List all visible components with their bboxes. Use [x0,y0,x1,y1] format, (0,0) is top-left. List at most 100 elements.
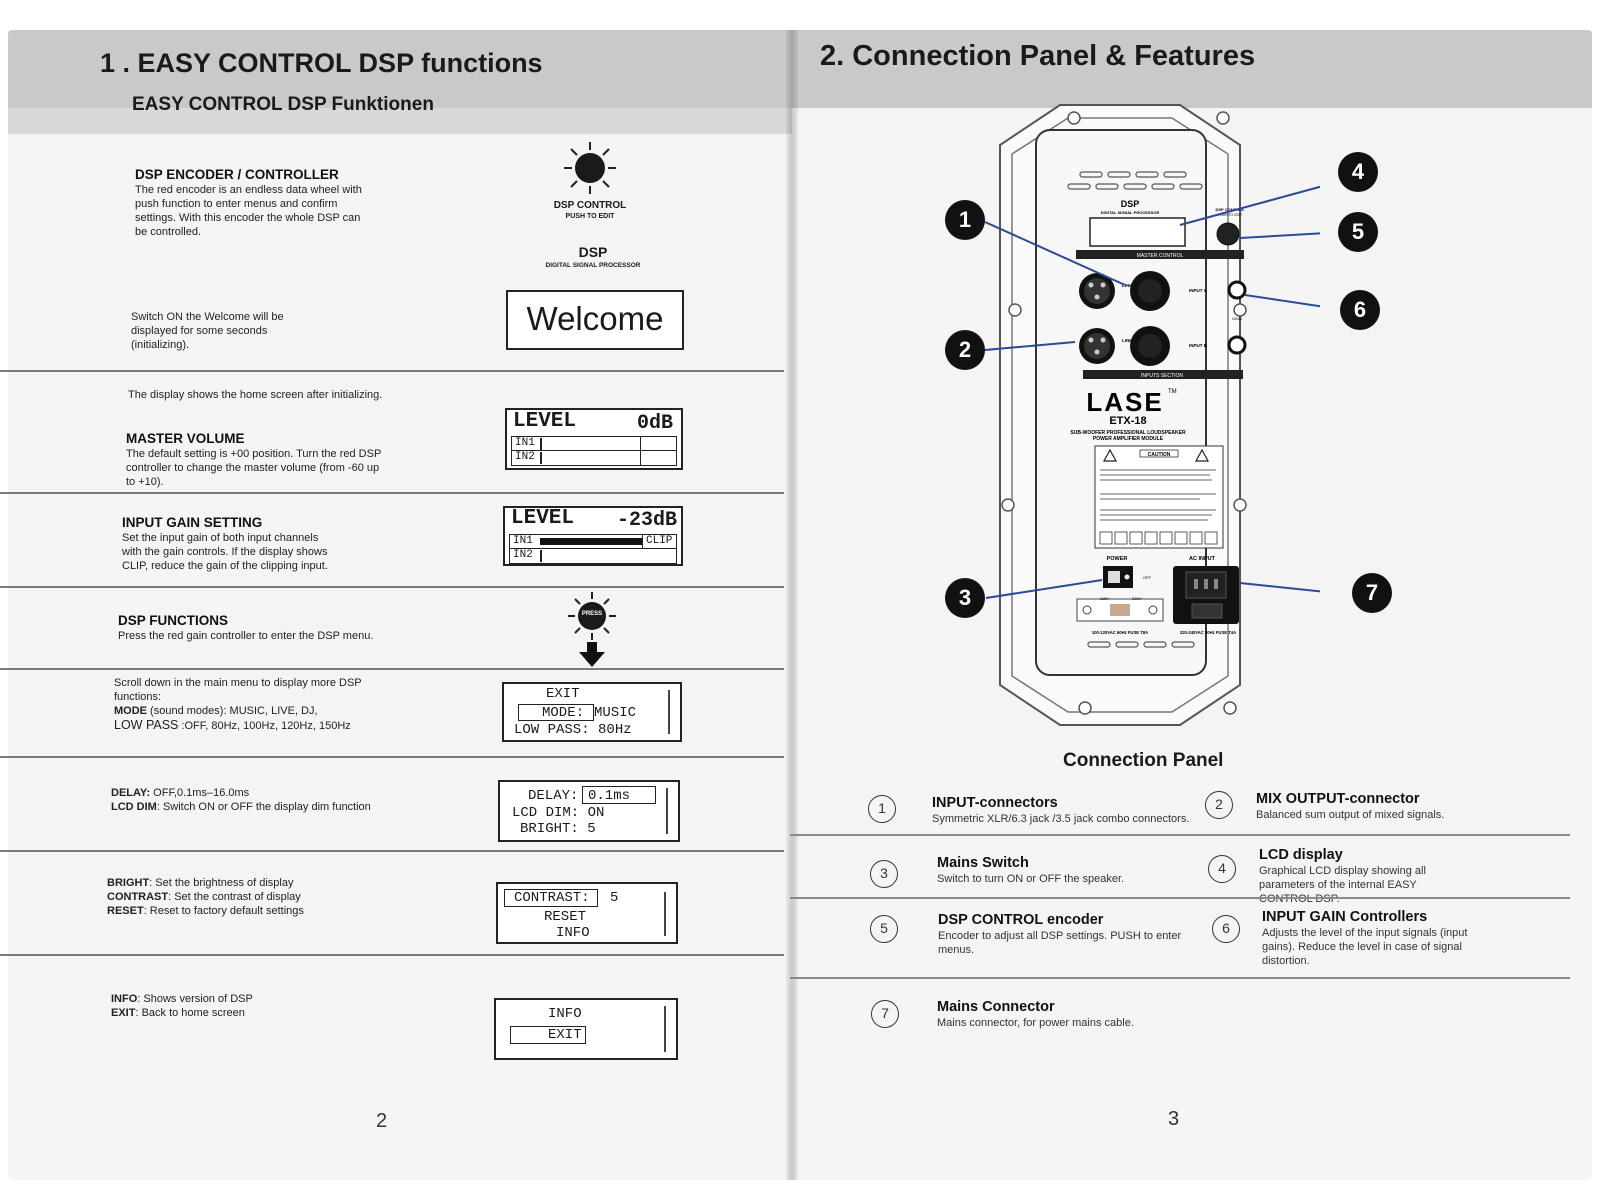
feature-number-2: 2 [1205,791,1233,819]
lcd-in2-bar: IN2 [511,451,677,466]
dsp-knob-icon [564,142,616,194]
feature-text: Adjusts the level of the input signals (… [1262,927,1468,967]
info-description: : Shows version of DSP [137,993,253,1005]
feature-text: Graphical LCD display showing all parame… [1259,865,1426,905]
lcd-menu-info: INFO [548,1006,582,1022]
section-divider [0,756,784,758]
info-section-text: INFO: Shows version of DSP EXIT: Back to… [111,992,361,1020]
feature-title: INPUT GAIN Controllers [1262,909,1428,925]
delay-section-text: DELAY: OFF,0.1ms–16.0ms LCD DIM: Switch … [111,786,411,814]
callout-3: 3 [945,578,985,618]
lcd-menu-mode: MODE: [542,705,585,721]
feature-number-4: 4 [1208,855,1236,883]
callout-6: 6 [1340,290,1380,330]
panel-brand-logo: LASE [1086,387,1163,417]
welcome-text: Switch ON the Welcome will be displayed … [131,311,284,351]
panel-dsp-control-label: DSP CONTROL [1215,207,1245,212]
bright-description: : Set the brightness of display [149,877,294,889]
panel-gain-knob-b [1227,335,1247,355]
feature-item-3: Mains Switch Switch to turn ON or OFF th… [937,854,1197,886]
feature-number-7: 7 [871,1000,899,1028]
press-label: PRESS [581,611,603,617]
reset-key: RESET [107,905,144,917]
lcd-menu-delay-value: 0.1ms [588,788,631,804]
page-title: 1 . EASY CONTROL DSP functions [100,48,543,78]
lcd-menu-exit: EXIT [548,1027,582,1043]
feature-divider [790,834,1570,836]
lcd-menu-bright: BRIGHT: 5 [520,821,596,837]
callout-2: 2 [945,330,985,370]
connection-panel-diagram: DSP DIGITAL SIGNAL PROCESSOR DSP CONTROL… [984,104,1320,726]
feature-title: Mains Switch [937,855,1029,871]
panel-voltage-low-label: 100-120VAC 60Hz FUSE T8A [1092,630,1148,635]
info-key: INFO [111,993,138,1005]
feature-text: Encoder to adjust all DSP settings. PUSH… [938,930,1182,956]
lcddim-key: LCD DIM [111,801,157,813]
section-divider [0,492,784,494]
panel-link-label: LINK [1122,338,1133,343]
delay-menu-lcd: DELAY: 0.1ms LCD DIM: ON BRIGHT: 5 [498,780,680,842]
gain-description: Set the input gain of both input channel… [122,532,328,572]
functions-heading: DSP FUNCTIONS [118,613,229,628]
panel-description-2: POWER AMPLIFIER MODULE [1093,436,1164,442]
panel-description-1: SUB-WOOFER PROFESSIONAL LOUDSPEAKER [1070,430,1186,436]
panel-master-control-label: MASTER CONTROL [1137,253,1184,259]
section-divider [0,954,784,956]
feature-text: Symmetric XLR/6.3 jack /3.5 jack combo c… [932,813,1190,825]
contrast-description: : Set the contrast of display [168,891,301,903]
connection-panel-title: Connection Panel [1063,750,1224,771]
section-divider [0,586,784,588]
feature-title: MIX OUTPUT-connector [1256,791,1420,807]
push-to-edit-label: PUSH TO EDIT [565,213,615,220]
dsp-sublabel: DIGITAL SIGNAL PROCESSOR [545,262,641,269]
lcd-menu-mode-value: MUSIC [594,705,637,721]
mode-menu-lcd: EXIT MODE: MUSIC LOW PASS: 80Hz [502,682,682,742]
lcd-scrollbar [664,892,666,936]
feature-text: Switch to turn ON or OFF the speaker. [937,873,1125,885]
panel-gain-label: GAIN [1232,316,1242,321]
manual-page-left [8,30,792,1180]
feature-number-5: 5 [870,915,898,943]
panel-caution-label: CAUTION [1148,452,1171,458]
contrast-menu-lcd: CONTRAST: 5 RESET INFO [496,882,678,944]
lcd-in2-bar: IN2 [509,549,677,564]
lcd-menu-exit: EXIT [546,686,580,702]
encoder-section-text: DSP ENCODER / CONTROLLER The red encoder… [135,166,375,239]
bright-key: BRIGHT [107,877,150,889]
functions-section-text: DSP FUNCTIONS Press the red gain control… [118,612,378,643]
exit-description: : Back to home screen [135,1007,245,1019]
page-number-right: 3 [1168,1108,1180,1130]
scroll-description: Scroll down in the main menu to display … [114,677,362,703]
info-menu-lcd: INFO EXIT [494,998,678,1060]
lcd-menu-reset: RESET [544,909,587,925]
master-description: The default setting is +00 position. Tur… [126,448,382,488]
lcd-level-value: -23dB [616,509,677,532]
lcd-menu-lcddim: LCD DIM: ON [512,805,605,821]
mode-values: (sound modes): MUSIC, LIVE, DJ, [147,705,318,717]
subheader-band [8,108,792,134]
lcd-level-label: LEVEL [511,507,575,530]
panel-warning-label [1094,445,1224,549]
feature-number-3: 3 [870,860,898,888]
feature-divider [790,977,1570,979]
master-level-lcd: LEVEL 0dB IN1 IN2 [505,408,683,470]
mode-key: MODE [114,705,147,717]
lcd-menu-contrast-value: 5 [610,890,619,906]
encoder-heading: DSP ENCODER / CONTROLLER [135,167,339,182]
master-pretext: The display shows the home screen after … [128,389,383,401]
feature-number-6: 6 [1212,915,1240,943]
callout-1: 1 [945,200,985,240]
panel-dsp-sublabel: DIGITAL SIGNAL PROCESSOR [1101,210,1160,215]
welcome-lcd-text: Welcome [526,300,664,337]
feature-text: Mains connector, for power mains cable. [937,1017,1134,1029]
feature-item-5: DSP CONTROL encoder Encoder to adjust al… [938,911,1198,957]
lcd-selection-box [510,1026,586,1044]
section-divider [0,850,784,852]
panel-230v-label: 230V [1132,596,1142,601]
press-knob-icon [568,592,616,640]
panel-trademark: TM [1168,389,1177,395]
lcddim-description: : Switch ON or OFF the display dim funct… [156,801,371,813]
lcd-menu-lowpass: LOW PASS: 80Hz [514,722,632,738]
welcome-lcd: Welcome [506,290,684,350]
lcd-level-label: LEVEL [513,410,577,433]
